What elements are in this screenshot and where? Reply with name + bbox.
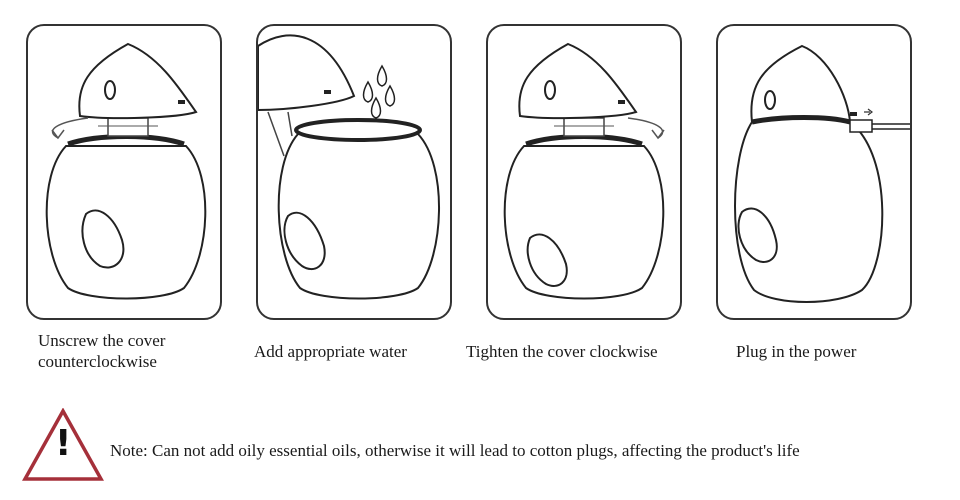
- humidifier-add-water-illustration: [258, 34, 440, 300]
- step-panel-tighten: [486, 24, 682, 320]
- step-panel-add-water: [256, 24, 452, 320]
- exclamation-mark-icon: !: [55, 423, 72, 464]
- step-caption-add-water: Add appropriate water: [254, 341, 407, 362]
- humidifier-unscrew-illustration: [45, 42, 207, 300]
- humidifier-plug-in-illustration: [734, 44, 910, 303]
- humidifier-tighten-illustration: [503, 42, 665, 300]
- step-caption-line2: counterclockwise: [38, 352, 157, 371]
- step-caption-unscrew: Unscrew the cover counterclockwise: [38, 330, 165, 372]
- warning-triangle-icon: [22, 408, 104, 481]
- step-caption-line1: Tighten the cover clockwise: [466, 342, 658, 361]
- step-caption-line1: Unscrew the cover: [38, 331, 166, 350]
- step-caption-line1: Add appropriate water: [254, 342, 407, 361]
- step-caption-line1: Plug in the power: [736, 342, 857, 361]
- step-caption-tighten: Tighten the cover clockwise: [466, 341, 658, 362]
- step-caption-plug-in: Plug in the power: [736, 341, 856, 362]
- step-panel-unscrew: [26, 24, 222, 320]
- note-text: Note: Can not add oily essential oils, o…: [110, 441, 800, 460]
- step-panel-plug-in: [716, 24, 912, 320]
